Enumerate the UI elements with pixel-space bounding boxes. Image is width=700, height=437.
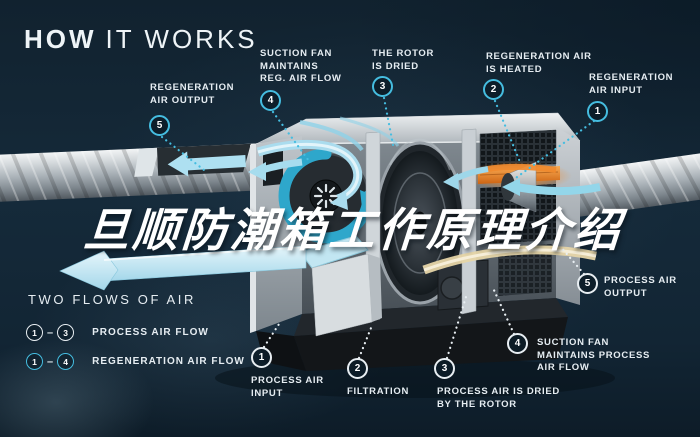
base-plinth bbox=[294, 317, 568, 371]
airflow-ribbons bbox=[59, 116, 601, 291]
label-line: REGENERATION AIR bbox=[486, 51, 592, 62]
watermark-text: 旦顺防潮箱工作原理介绍 bbox=[81, 204, 625, 256]
legend-title: TWO FLOWS OF AIR bbox=[28, 292, 196, 307]
callout-suction-fan-reg-number: 4 bbox=[260, 90, 281, 111]
legend-circle-to: 4 bbox=[57, 353, 75, 370]
legend-circle-to: 3 bbox=[57, 324, 75, 341]
legend-circle-from: 1 bbox=[26, 324, 43, 341]
mesh-panel-top bbox=[479, 129, 557, 168]
callout-reg-air-heated-number: 2 bbox=[483, 79, 504, 100]
callout-reg-air-input-label: REGENERATION AIR INPUT bbox=[589, 72, 673, 97]
filter-box bbox=[311, 253, 373, 337]
callout-rotor-dried-number: 3 bbox=[372, 76, 393, 97]
label-line: IS HEATED bbox=[486, 63, 543, 75]
label-line: PROCESS AIR bbox=[251, 375, 324, 386]
callout-process-dried-label: PROCESS AIR IS DRIED BY THE ROTOR bbox=[437, 386, 560, 411]
process-output-arrowhead bbox=[59, 250, 119, 291]
callout-process-output-label: PROCESS AIR OUTPUT bbox=[604, 275, 677, 300]
legend-dash: – bbox=[47, 355, 54, 368]
callout-rotor-dried-label: THE ROTOR IS DRIED bbox=[372, 48, 434, 73]
left-duct bbox=[0, 142, 273, 203]
callout-suction-fan-process-number: 4 bbox=[507, 333, 528, 354]
legend-label-regeneration: REGENERATION AIR FLOW bbox=[92, 356, 245, 367]
duct-cut-edge bbox=[134, 147, 159, 177]
callout-process-dried-number: 3 bbox=[434, 358, 455, 379]
label-line: MAINTAINS bbox=[260, 60, 319, 72]
page-title: HOW IT WORKS bbox=[24, 24, 258, 55]
legend-row-process: 1 – 3 PROCESS AIR FLOW bbox=[26, 324, 209, 341]
label-line: PROCESS AIR IS DRIED bbox=[437, 386, 560, 397]
label-line: THE ROTOR bbox=[372, 48, 435, 59]
label-line: SUCTION FAN bbox=[260, 48, 333, 59]
label-line: AIR OUTPUT bbox=[150, 94, 216, 106]
callout-process-input-label: PROCESS AIR INPUT bbox=[251, 375, 324, 400]
cabinet-floor bbox=[294, 298, 568, 336]
page-title-light: IT WORKS bbox=[105, 24, 258, 54]
callout-process-output-number: 5 bbox=[577, 273, 598, 294]
label-line: REG. AIR FLOW bbox=[260, 73, 342, 84]
airflow-heated bbox=[487, 163, 557, 173]
label-line: IS DRIED bbox=[372, 60, 419, 72]
process-air-chute bbox=[299, 235, 369, 269]
label-line: FILTRATION bbox=[347, 386, 410, 397]
legend-dash: – bbox=[47, 326, 54, 339]
callout-reg-air-heated-label: REGENERATION AIR IS HEATED bbox=[486, 51, 592, 76]
legend-circle-from: 1 bbox=[26, 353, 43, 370]
callout-filtration-number: 2 bbox=[347, 358, 368, 379]
callout-suction-fan-process-label: SUCTION FAN MAINTAINS PROCESS AIR FLOW bbox=[537, 337, 650, 375]
label-line: PROCESS AIR bbox=[604, 275, 677, 286]
label-line: BY THE ROTOR bbox=[437, 398, 517, 410]
label-line: INPUT bbox=[251, 387, 283, 399]
leader-lines-process bbox=[262, 244, 586, 360]
legend-label-process: PROCESS AIR FLOW bbox=[92, 327, 209, 338]
mesh-panel-bottom bbox=[480, 184, 556, 244]
page-title-bold: HOW bbox=[24, 24, 97, 54]
label-line: OUTPUT bbox=[604, 287, 648, 299]
airflow-arrowhead-reg-output bbox=[167, 151, 189, 177]
callout-process-input-number: 1 bbox=[251, 347, 272, 368]
label-line: SUCTION FAN bbox=[537, 337, 610, 348]
label-line: AIR FLOW bbox=[537, 362, 590, 373]
callout-reg-air-output-label: REGENERATION AIR OUTPUT bbox=[150, 82, 234, 107]
fan-motor bbox=[440, 276, 464, 300]
warm-light-band bbox=[422, 245, 597, 275]
label-line: REGENERATION bbox=[589, 72, 674, 83]
label-line: REGENERATION bbox=[150, 82, 235, 93]
airflow-reg-input bbox=[515, 183, 601, 196]
callout-reg-air-input-number: 1 bbox=[587, 101, 608, 122]
label-line: AIR INPUT bbox=[589, 84, 643, 96]
legend-row-regeneration: 1 – 4 REGENERATION AIR FLOW bbox=[26, 353, 245, 370]
callout-suction-fan-reg-label: SUCTION FAN MAINTAINS REG. AIR FLOW bbox=[260, 48, 342, 86]
callout-reg-air-output-number: 5 bbox=[149, 115, 170, 136]
leader-lines-regeneration bbox=[160, 96, 596, 182]
label-line: MAINTAINS PROCESS bbox=[537, 349, 651, 361]
callout-filtration-label: FILTRATION bbox=[347, 386, 409, 399]
